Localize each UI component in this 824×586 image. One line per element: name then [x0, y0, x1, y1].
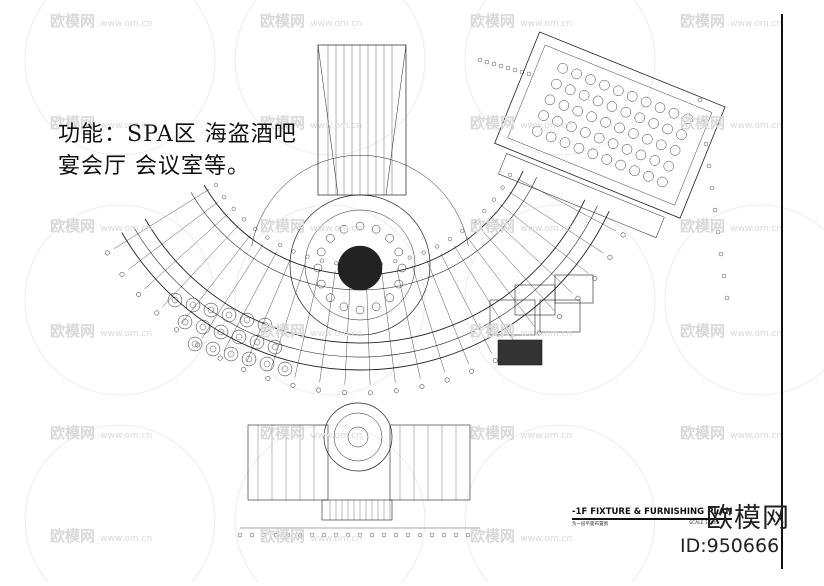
watermark-logo-text: 欧模网	[680, 217, 726, 235]
watermark-site: www.om.cn	[730, 19, 783, 29]
watermark-logo-text: 欧模网	[50, 217, 96, 235]
watermark-mark: 欧模网 www.om.cn	[470, 320, 578, 341]
watermark-mark: 欧模网 www.om.cn	[680, 215, 788, 236]
watermark-site: www.om.cn	[310, 534, 363, 544]
watermark-logo-text: 欧模网	[470, 424, 516, 442]
sheet-border-line	[781, 14, 783, 569]
watermark-logo-text: 欧模网	[680, 322, 726, 340]
watermark-site: www.om.cn	[100, 224, 153, 234]
watermark-logo-text: 欧模网	[680, 114, 726, 132]
watermark-site: www.om.cn	[520, 329, 573, 339]
watermark-site: www.om.cn	[730, 431, 783, 441]
watermark-logo-text: 欧模网	[680, 12, 726, 30]
watermark-site: www.om.cn	[520, 121, 573, 131]
function-note-line-1: 功能：SPA区 海盗酒吧	[58, 122, 297, 147]
watermark-mark: 欧模网 www.om.cn	[680, 10, 788, 31]
watermark-circles	[24, 0, 824, 586]
watermark-logo-text: 欧模网	[470, 322, 516, 340]
watermark-mark: 欧模网 www.om.cn	[260, 112, 368, 133]
plan-scale: SCALE 1:200	[689, 521, 718, 526]
watermark-logo-text: 欧模网	[260, 322, 306, 340]
watermark-mark: 欧模网 www.om.cn	[680, 112, 788, 133]
watermark-mark: 欧模网 www.om.cn	[470, 112, 578, 133]
function-note-line-2: 宴会厅 会议室等。	[58, 154, 250, 179]
watermark-logo-text: 欧模网	[260, 217, 306, 235]
watermark-site: www.om.cn	[310, 121, 363, 131]
watermark-mark: 欧模网 www.om.cn	[470, 422, 578, 443]
watermark-site: www.om.cn	[100, 121, 153, 131]
watermark-mark: 欧模网 www.om.cn	[680, 422, 788, 443]
watermark-brand: 欧模网	[706, 503, 790, 534]
plan-title: -1F FIXTURE & FURNISHING PLAN	[572, 507, 733, 517]
plan-linework	[104, 31, 730, 538]
watermark-logo-text: 欧模网	[470, 114, 516, 132]
watermark-mark: 欧模网 www.om.cn	[260, 215, 368, 236]
watermark-logo-text: 欧模网	[470, 12, 516, 30]
watermark-mark: 欧模网 www.om.cn	[50, 10, 158, 31]
watermark-mark: 欧模网 www.om.cn	[50, 215, 158, 236]
title-block: -1F FIXTURE & FURNISHING PLAN 负一层平面布置图 S…	[572, 507, 732, 527]
watermark-mark: 欧模网 www.om.cn	[260, 422, 368, 443]
watermark-mark: 欧模网 www.om.cn	[470, 10, 578, 31]
title-underline	[572, 518, 732, 520]
watermark-logo-text: 欧模网	[50, 322, 96, 340]
watermark-site: www.om.cn	[520, 431, 573, 441]
watermark-site: www.om.cn	[520, 224, 573, 234]
watermark-logo-text: 欧模网	[50, 527, 96, 545]
watermark-logo-text: 欧模网	[260, 114, 306, 132]
watermark-site: www.om.cn	[730, 121, 783, 131]
watermark-mark: 欧模网 www.om.cn	[680, 320, 788, 341]
watermark-site: www.om.cn	[310, 431, 363, 441]
watermark-site: www.om.cn	[100, 19, 153, 29]
watermark-logo-text: 欧模网	[680, 424, 726, 442]
watermark-site: www.om.cn	[100, 329, 153, 339]
watermark-mark: 欧模网 www.om.cn	[50, 112, 158, 133]
watermark-mark: 欧模网 www.om.cn	[470, 525, 578, 546]
watermark-logo-text: 欧模网	[260, 424, 306, 442]
watermark-site: www.om.cn	[310, 224, 363, 234]
watermark-site: www.om.cn	[520, 19, 573, 29]
watermark-site: www.om.cn	[730, 329, 783, 339]
watermark-site: www.om.cn	[730, 224, 783, 234]
watermark-logo-text: 欧模网	[50, 12, 96, 30]
watermark-mark: 欧模网 www.om.cn	[50, 525, 158, 546]
watermark-logo-text: 欧模网	[260, 12, 306, 30]
watermark-mark: 欧模网 www.om.cn	[260, 320, 368, 341]
watermark-site: www.om.cn	[100, 431, 153, 441]
watermark-logo-text: 欧模网	[470, 217, 516, 235]
watermark-mark: 欧模网 www.om.cn	[470, 215, 578, 236]
watermark-site: www.om.cn	[310, 19, 363, 29]
watermark-logo-text: 欧模网	[50, 424, 96, 442]
watermark-site: www.om.cn	[310, 329, 363, 339]
watermark-mark: 欧模网 www.om.cn	[50, 320, 158, 341]
watermark-mark: 欧模网 www.om.cn	[260, 525, 368, 546]
watermark-logo-text: 欧模网	[50, 114, 96, 132]
watermark-mark: 欧模网 www.om.cn	[260, 10, 368, 31]
watermark-logo-text: 欧模网	[470, 527, 516, 545]
plan-subtitle: 负一层平面布置图	[572, 521, 608, 527]
watermark-mark: 欧模网 www.om.cn	[50, 422, 158, 443]
watermark-site: www.om.cn	[100, 534, 153, 544]
watermark-image-id: ID:950666	[680, 535, 780, 557]
watermark-site: www.om.cn	[520, 534, 573, 544]
watermark-logo-text: 欧模网	[260, 527, 306, 545]
